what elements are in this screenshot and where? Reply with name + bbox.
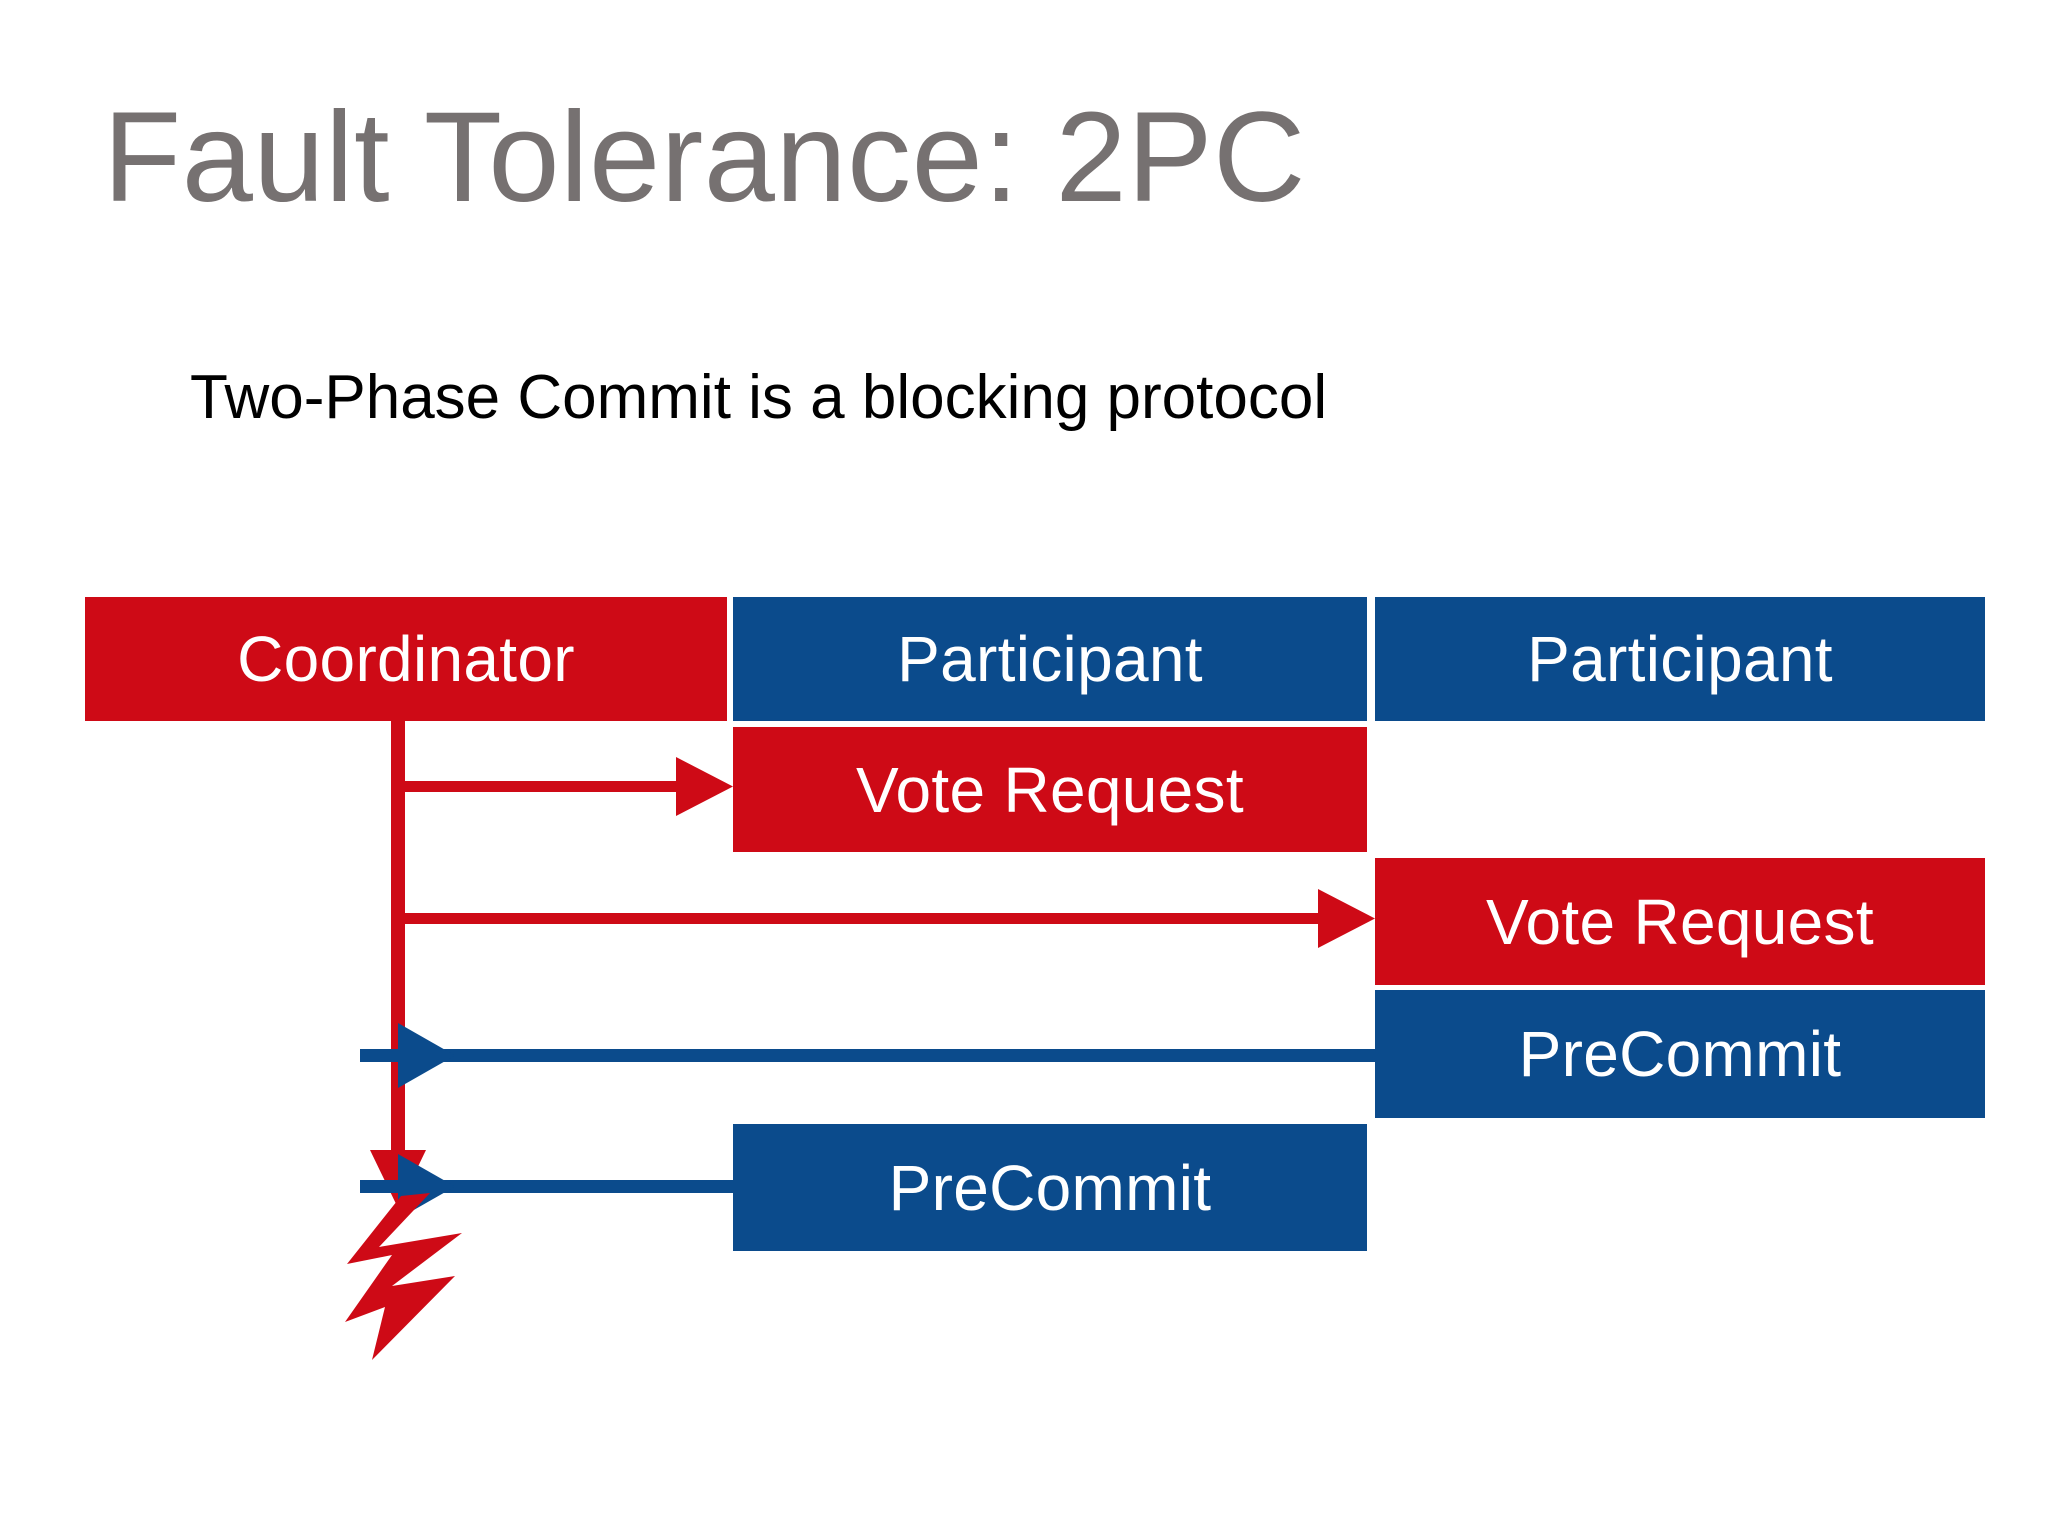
lane-header-participant-1-label: Participant [897, 623, 1203, 695]
message-box-vote-request-1-label: Vote Request [856, 753, 1244, 826]
message-box-precommit-2: PreCommit [1375, 990, 1985, 1118]
lane-header-coordinator: Coordinator [85, 597, 727, 721]
coordinator-lifeline [370, 720, 426, 1208]
slide-subtitle: Two-Phase Commit is a blocking protocol [190, 363, 1328, 432]
message-box-vote-request-2: Vote Request [1375, 858, 1985, 985]
lane-header-participant-2: Participant [1375, 597, 1985, 721]
message-box-vote-request-1: Vote Request [733, 727, 1367, 852]
arrow-precommit-2 [360, 1023, 1375, 1088]
arrow-vote-request-1 [398, 757, 733, 816]
page-title: Fault Tolerance: 2PC [103, 86, 1306, 229]
arrow-precommit-1 [360, 1154, 733, 1219]
message-box-precommit-1: PreCommit [733, 1124, 1367, 1251]
message-box-precommit-2-label: PreCommit [1518, 1018, 1842, 1090]
lane-header-participant-2-label: Participant [1527, 623, 1833, 695]
message-box-precommit-1-label: PreCommit [888, 1151, 1212, 1224]
lane-header-coordinator-label: Coordinator [237, 623, 575, 695]
arrow-vote-request-2 [398, 889, 1375, 948]
message-box-vote-request-2-label: Vote Request [1486, 885, 1874, 958]
lane-header-participant-1: Participant [733, 597, 1367, 721]
lightning-bolt-icon [345, 1193, 462, 1360]
